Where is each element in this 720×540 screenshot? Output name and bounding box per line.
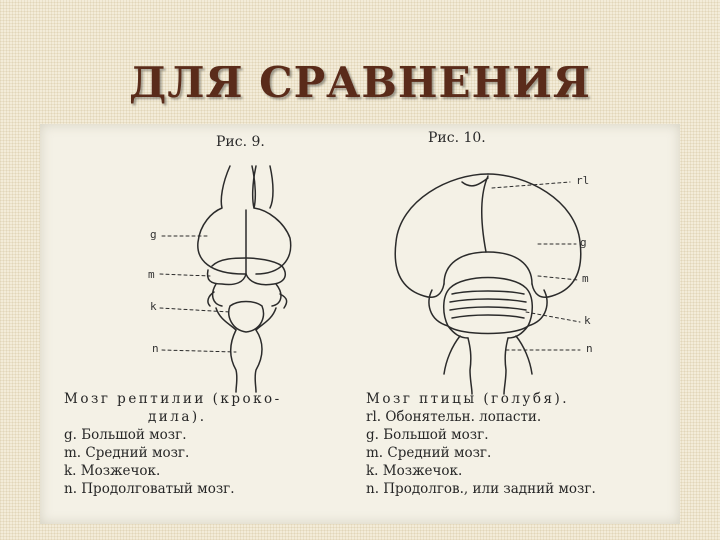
legend-reptile-heading-cont: дила). [148, 409, 207, 425]
label-k-fig10: k [584, 314, 591, 327]
legend-item: k. Мозжечок. [366, 463, 463, 479]
slide-title: ДЛЯ СРАВНЕНИЯ [129, 58, 591, 107]
label-rl-fig10: rl [576, 174, 590, 187]
label-n-fig10: n [586, 342, 593, 355]
legend-item: m. Средний мозг. [64, 445, 190, 461]
reptile-brain-drawing [197, 165, 292, 393]
label-g-fig9: g [150, 228, 157, 241]
legend-reptile-heading: Мозг рептилии (кроко- [64, 391, 282, 407]
legend-bird-heading: Мозг птицы (голубя). [366, 391, 570, 407]
legend-item: m. Средний мозг. [366, 445, 492, 461]
legend-reptile: Мозг рептилии (кроко- дила). g. Большой … [64, 390, 282, 498]
legend-item: n. Продолгов., или задний мозг. [366, 481, 596, 497]
brain-diagrams [159, 165, 582, 395]
figure-10-caption: Рис. 10. [428, 130, 486, 146]
legend-item: k. Мозжечок. [64, 463, 161, 479]
label-n-fig9: n [152, 342, 159, 355]
label-m-fig10: m [582, 272, 589, 285]
label-k-fig9: k [150, 300, 157, 313]
label-m-fig9: m [148, 268, 155, 281]
legend-bird: Мозг птицы (голубя). rl. Обонятельн. лоп… [366, 390, 596, 498]
legend-item: rl. Обонятельн. лопасти. [366, 409, 542, 425]
label-g-fig10: g [580, 236, 587, 249]
legend-item: g. Большой мозг. [366, 427, 489, 443]
legend-item: n. Продолговатый мозг. [64, 481, 235, 497]
legend-item: g. Большой мозг. [64, 427, 187, 443]
bird-brain-drawing [394, 173, 582, 395]
scanned-figure: Рис. 9. Рис. 10. g m k n rl g m k n Мозг… [40, 124, 680, 524]
figure-9-caption: Рис. 9. [216, 134, 265, 150]
